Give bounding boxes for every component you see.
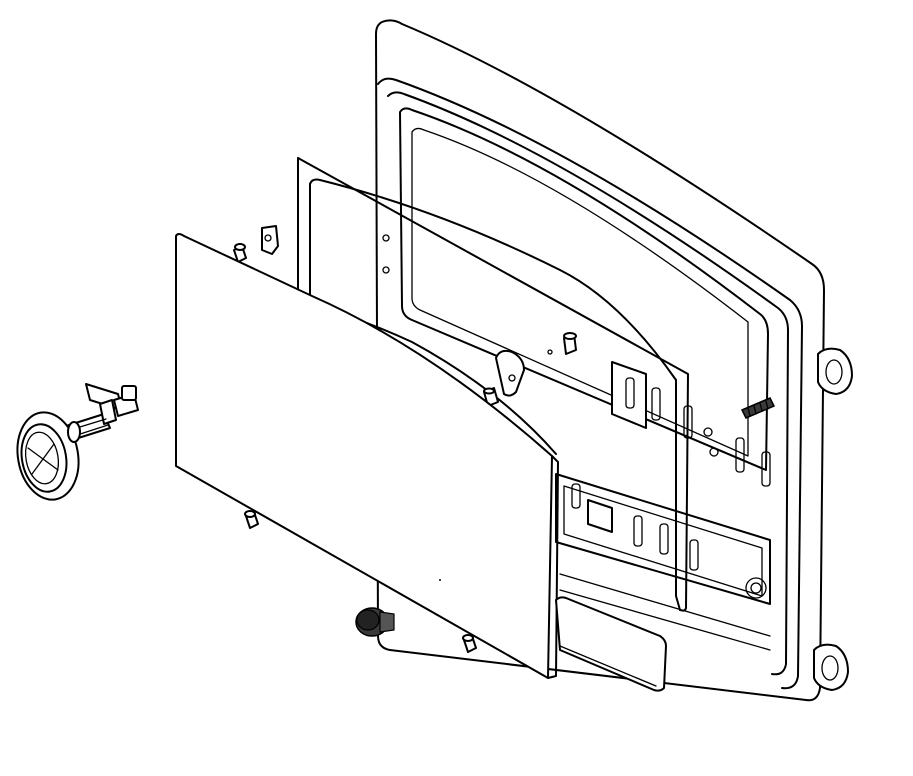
hinge-lug <box>813 643 849 691</box>
door-glass-edge <box>547 455 559 679</box>
door-frame-rim-inner <box>387 91 789 676</box>
door-frame-lower-channel <box>555 473 771 651</box>
door-frame-hole <box>382 234 390 242</box>
hinge-lug <box>817 347 853 395</box>
handle-knob <box>16 411 81 501</box>
retainer-frame-outer <box>297 157 689 612</box>
door-frame-rim <box>377 77 803 690</box>
latch-clip <box>261 225 279 255</box>
door-frame-upper-vents <box>611 361 771 487</box>
stud-bolt <box>740 397 776 419</box>
door-frame-window <box>399 107 769 471</box>
retainer-frame-inner <box>309 178 677 597</box>
retainer-screw <box>563 332 577 355</box>
retainer-screw <box>233 243 247 263</box>
latch-clip <box>495 349 525 397</box>
retainer-screw <box>462 634 477 653</box>
rubber-bumper <box>355 607 395 637</box>
glass-mark <box>439 579 441 581</box>
door-frame-hole <box>382 266 390 274</box>
bottom-trim-plate <box>555 596 667 692</box>
retainer-screw <box>244 510 259 529</box>
door-frame-window-inner <box>411 127 749 457</box>
door-frame-hole <box>547 349 553 355</box>
door-glass-panel <box>175 233 559 679</box>
door-glass-face <box>175 233 553 679</box>
